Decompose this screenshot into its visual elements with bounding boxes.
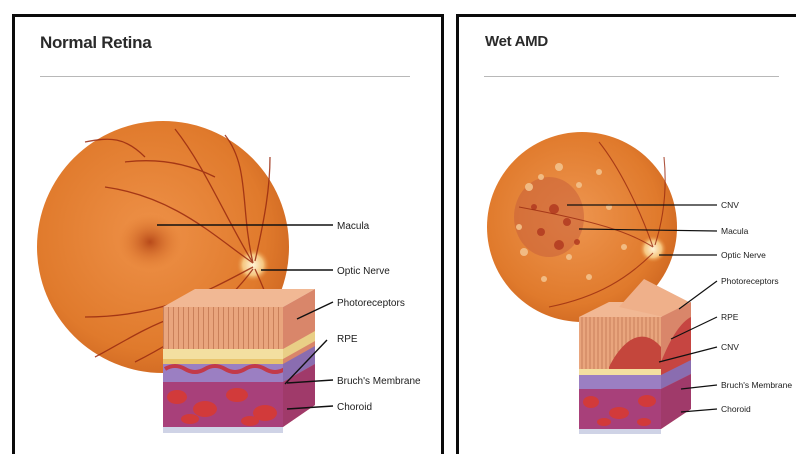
- normal-retina-illustration: Macula Optic Nerve Photoreceptors RPE Br…: [15, 17, 447, 457]
- normal-label-optic-nerve: Optic Nerve: [337, 266, 390, 277]
- normal-label-rpe: RPE: [337, 334, 358, 345]
- normal-label-bruchs: Bruch's Membrane: [337, 376, 421, 387]
- wet-label-cnv-bottom: CNV: [721, 342, 739, 352]
- wet-label-choroid: Choroid: [721, 404, 751, 414]
- normal-retina-panel: Normal Retina: [12, 14, 444, 454]
- wet-label-cnv-top: CNV: [721, 200, 739, 210]
- normal-label-choroid: Choroid: [337, 402, 372, 413]
- wet-label-macula: Macula: [721, 226, 749, 236]
- normal-macula-spot: [118, 214, 182, 270]
- normal-label-photoreceptors: Photoreceptors: [337, 298, 405, 309]
- normal-optic-disc: [236, 248, 270, 282]
- wet-label-rpe: RPE: [721, 312, 739, 322]
- wet-optic-disc: [639, 235, 667, 263]
- wet-amd-panel: Wet AMD: [456, 14, 796, 454]
- wet-amd-illustration: CNV Macula Optic Nerve Photoreceptors RP…: [459, 17, 796, 457]
- normal-label-macula: Macula: [337, 221, 370, 232]
- wet-label-bruchs: Bruch's Membrane: [721, 380, 792, 390]
- wet-label-optic-nerve: Optic Nerve: [721, 250, 766, 260]
- normal-cross-section: [163, 289, 315, 433]
- wet-label-photoreceptors: Photoreceptors: [721, 276, 779, 286]
